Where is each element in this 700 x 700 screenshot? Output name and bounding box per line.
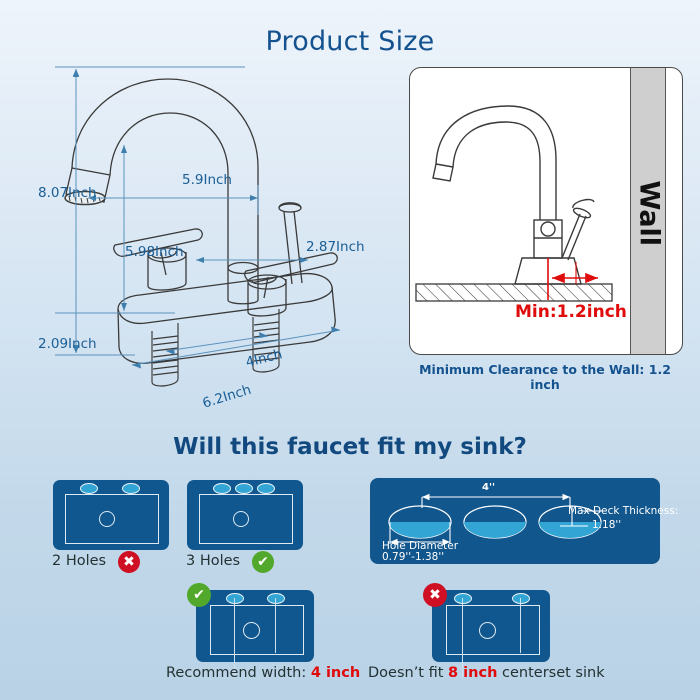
- recommendation-text: Doesn’t fit: [368, 665, 449, 681]
- dim-base-height: 2.09Inch: [38, 336, 97, 352]
- sink-hole: [512, 593, 530, 604]
- sink-drain: [243, 622, 260, 639]
- section-title-fit: Will this faucet fit my sink?: [173, 434, 527, 460]
- status-badge-check: ✔: [187, 583, 211, 607]
- sink-diagram-2-holes: [53, 480, 169, 550]
- status-badge-check: ✔: [252, 551, 274, 573]
- dimension-lines: [55, 66, 341, 369]
- sink-option-text: 2 Holes: [52, 553, 107, 569]
- sink-hole: [226, 593, 244, 604]
- faucet-technical-drawing: [55, 66, 341, 387]
- hole-detail-drawing: [388, 493, 606, 546]
- wall-strip: [630, 68, 666, 354]
- deck-thickness-label: Max Deck Thickness:: [568, 505, 679, 517]
- sink-diagram-recommended: [196, 590, 314, 678]
- faucet-outline: [64, 78, 338, 387]
- sink-hole: [267, 593, 285, 604]
- dim-spout-height: 5.98Inch: [125, 244, 184, 260]
- sink-drain: [99, 511, 115, 527]
- hole-guide-line: [519, 598, 521, 653]
- recommendation-label-0: Recommend width: 4 inch: [166, 665, 360, 681]
- hole-detail-panel: 4'' Max Deck Thickness: 1.18'' Hole Diam…: [370, 478, 678, 564]
- sink-rim: [446, 605, 540, 655]
- sink-drain: [479, 622, 496, 639]
- min-clearance-badge: Min:1.2inch: [515, 302, 627, 322]
- dim-spout-reach: 5.9Inch: [182, 172, 232, 188]
- hole-diameter-label: Hole Diameter: [382, 540, 459, 552]
- hole-guide-line: [461, 598, 463, 678]
- status-badge-cross: ✖: [118, 551, 140, 573]
- recommendation-text-after: centerset sink: [497, 665, 605, 681]
- sink-option-label-1: 3 Holes: [186, 553, 240, 569]
- dim-height-total: 8.07Inch: [38, 185, 97, 201]
- recommendation-highlight: 8 inch: [448, 665, 498, 681]
- deck-thickness-value: 1.18'': [592, 519, 622, 531]
- sink-hole: [213, 483, 231, 494]
- status-badge-cross: ✖: [423, 583, 447, 607]
- wall-clearance-caption: Minimum Clearance to the Wall: 1.2 inch: [419, 362, 671, 392]
- hole-diameter-value: 0.79''-1.38'': [382, 551, 445, 563]
- sink-hole: [454, 593, 472, 604]
- recommendation-label-1: Doesn’t fit 8 inch centerset sink: [368, 665, 605, 681]
- hole-guide-line: [274, 598, 276, 653]
- sink-rim: [65, 494, 159, 544]
- sink-option-label-0: 2 Holes: [52, 553, 106, 569]
- wall-clearance-panel: Wall: [409, 67, 683, 355]
- sink-diagram-3-holes: [187, 480, 303, 550]
- sink-hole: [257, 483, 275, 494]
- sink-option-text: 3 Holes: [186, 553, 241, 569]
- sink-hole: [80, 483, 98, 494]
- recommendation-text: Recommend width:: [166, 665, 311, 681]
- hole-guide-line: [233, 598, 235, 678]
- sink-drain: [233, 511, 249, 527]
- sink-rim: [210, 605, 304, 655]
- sink-hole: [122, 483, 140, 494]
- hole-spread-label: 4'': [482, 482, 496, 493]
- clearance-dimension: [547, 258, 598, 300]
- page-title: Product Size: [265, 26, 435, 57]
- sink-diagram-not-fitting: [432, 590, 550, 678]
- wall-faucet-drawing: [415, 105, 613, 302]
- sink-rim: [199, 494, 293, 544]
- recommendation-highlight: 4 inch: [310, 665, 361, 681]
- sink-hole: [235, 483, 253, 494]
- dim-handle-depth: 2.87Inch: [306, 239, 365, 255]
